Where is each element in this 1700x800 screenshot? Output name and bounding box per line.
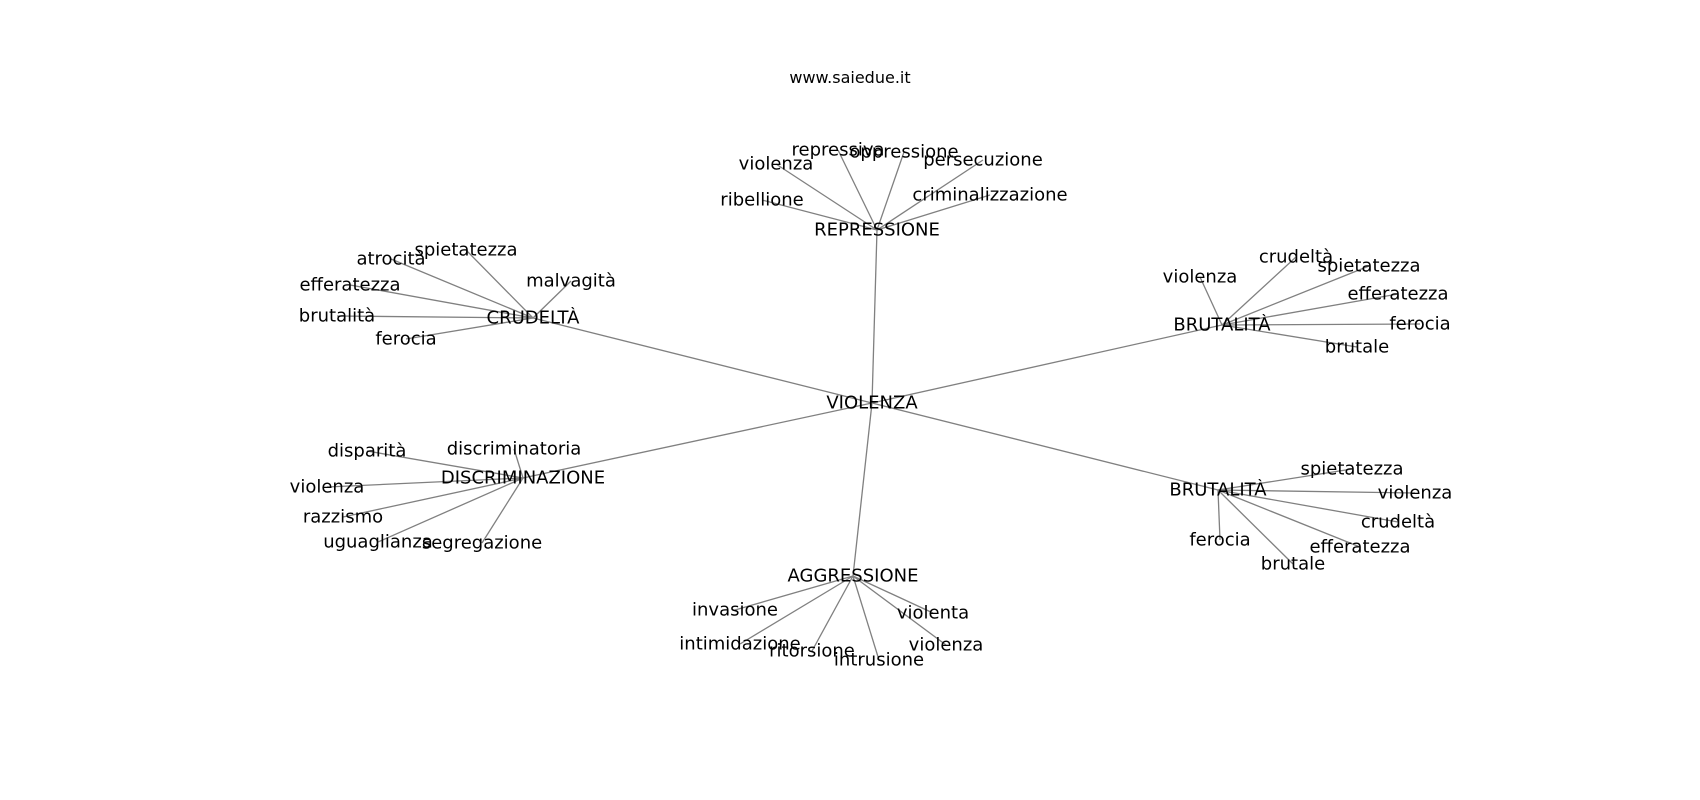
edge-hub-0-leaf-5 (876, 194, 991, 231)
node-leaf-2-1: violenza (1163, 267, 1238, 288)
edge-root-hub-1 (532, 317, 873, 404)
node-hub-1: CRUDELTÀ (487, 307, 581, 329)
node-leaf-1-5: ferocia (375, 329, 436, 350)
edge-hub-5-leaf-2 (739, 575, 854, 645)
edge-hub-2-leaf-4 (1221, 323, 1421, 326)
node-hub-5: AGGRESSIONE (788, 566, 919, 587)
node-leaf-1-4: brutalità (299, 306, 375, 327)
edge-hub-0-leaf-2 (775, 163, 878, 231)
node-leaf-4-2: crudeltà (1361, 512, 1435, 533)
edge-hub-4-leaf-2 (1217, 489, 1399, 523)
node-leaf-3-5: segregazione (422, 533, 542, 554)
node-hub-4: BRUTALITÀ (1169, 479, 1267, 501)
edge-hub-1-leaf-0 (465, 249, 534, 319)
edge-hub-1-leaf-3 (532, 280, 572, 319)
edge-hub-3-leaf-2 (326, 477, 524, 488)
node-leaf-4-1: violenza (1378, 483, 1453, 504)
node-leaf-2-3: efferatezza (1347, 284, 1448, 305)
edge-hub-1-leaf-2 (349, 284, 534, 319)
node-leaf-0-4: ribellione (720, 190, 803, 211)
node-leaf-5-1: violenta (897, 603, 969, 624)
edge-hub-3-leaf-5 (481, 477, 524, 544)
edge-hub-0-leaf-1 (876, 151, 905, 231)
node-leaf-5-4: ritorsione (769, 641, 855, 662)
edge-hub-1-leaf-4 (336, 315, 534, 319)
node-leaf-1-1: atrocità (356, 249, 425, 270)
edge-hub-5-leaf-4 (811, 575, 854, 652)
edge-hub-0-leaf-4 (761, 199, 878, 231)
node-leaf-3-3: razzismo (303, 507, 383, 528)
node-leaf-5-5: intrusione (834, 650, 924, 671)
edge-hub-1-leaf-1 (390, 258, 534, 319)
edge-root-hub-4 (871, 402, 1219, 491)
edge-root-hub-5 (852, 402, 873, 577)
node-leaf-3-4: uguaglianza (323, 532, 433, 553)
edge-hub-4-leaf-1 (1217, 489, 1416, 494)
node-leaf-4-5: ferocia (1189, 530, 1250, 551)
edge-hub-4-leaf-0 (1217, 468, 1353, 491)
node-leaf-2-0: crudeltà (1259, 247, 1333, 268)
labels-layer: VIOLENZA REPRESSIONE repressivaoppressione… (290, 140, 1453, 671)
edge-hub-2-leaf-2 (1221, 265, 1370, 326)
node-leaf-0-2: violenza (739, 154, 814, 175)
node-leaf-5-2: intimidazione (679, 634, 800, 655)
edge-hub-1-leaf-5 (405, 317, 534, 340)
node-leaf-3-1: disparità (328, 441, 407, 462)
node-leaf-4-3: efferatezza (1309, 537, 1410, 558)
edge-hub-3-leaf-3 (342, 477, 524, 518)
edge-hub-5-leaf-0 (734, 575, 854, 611)
node-leaf-0-5: criminalizzazione (912, 185, 1067, 206)
edge-root-hub-3 (522, 402, 873, 479)
node-leaf-1-0: spietatezza (414, 240, 517, 261)
node-leaf-2-5: brutale (1325, 337, 1389, 358)
edge-hub-5-leaf-5 (852, 575, 880, 661)
edge-hub-4-leaf-5 (1217, 489, 1221, 541)
node-leaf-1-2: efferatezza (299, 275, 400, 296)
node-leaf-0-1: oppressione (849, 142, 958, 163)
edge-hub-5-leaf-3 (852, 575, 947, 646)
node-hub-2: BRUTALITÀ (1173, 314, 1271, 336)
edge-root-hub-0 (871, 229, 878, 404)
node-leaf-0-0: repressiva (791, 140, 884, 161)
edge-hub-2-leaf-1 (1199, 276, 1223, 326)
edge-hub-0-leaf-0 (837, 149, 878, 231)
site-title: www.saiedue.it (789, 68, 910, 87)
edges-layer (326, 149, 1421, 661)
edge-hub-2-leaf-3 (1221, 293, 1399, 326)
node-leaf-2-4: ferocia (1389, 314, 1450, 335)
node-leaf-5-0: invasione (692, 600, 778, 621)
edge-hub-5-leaf-1 (852, 575, 934, 614)
node-hub-3: DISCRIMINAZIONE (441, 468, 605, 489)
node-leaf-1-3: malvagità (526, 271, 616, 292)
edge-hub-3-leaf-0 (513, 448, 524, 479)
node-leaf-3-0: discriminatoria (447, 439, 582, 460)
node-hub-0: REPRESSIONE (814, 220, 940, 241)
edge-hub-0-leaf-3 (876, 159, 984, 231)
node-leaf-0-3: persecuzione (923, 150, 1043, 171)
node-leaf-2-2: spietatezza (1317, 256, 1420, 277)
edge-root-hub-2 (871, 324, 1223, 404)
edge-hub-2-leaf-5 (1221, 324, 1358, 348)
edge-hub-4-leaf-3 (1217, 489, 1361, 548)
node-leaf-4-4: brutale (1261, 554, 1325, 575)
node-leaf-5-3: violenza (909, 635, 984, 656)
node-leaf-4-0: spietatezza (1300, 459, 1403, 480)
edge-hub-3-leaf-4 (377, 477, 524, 543)
node-root: VIOLENZA (826, 393, 918, 414)
edge-hub-3-leaf-1 (366, 450, 524, 479)
node-leaf-3-2: violenza (290, 477, 365, 498)
edge-hub-4-leaf-4 (1217, 489, 1294, 565)
edge-hub-2-leaf-0 (1221, 256, 1297, 326)
